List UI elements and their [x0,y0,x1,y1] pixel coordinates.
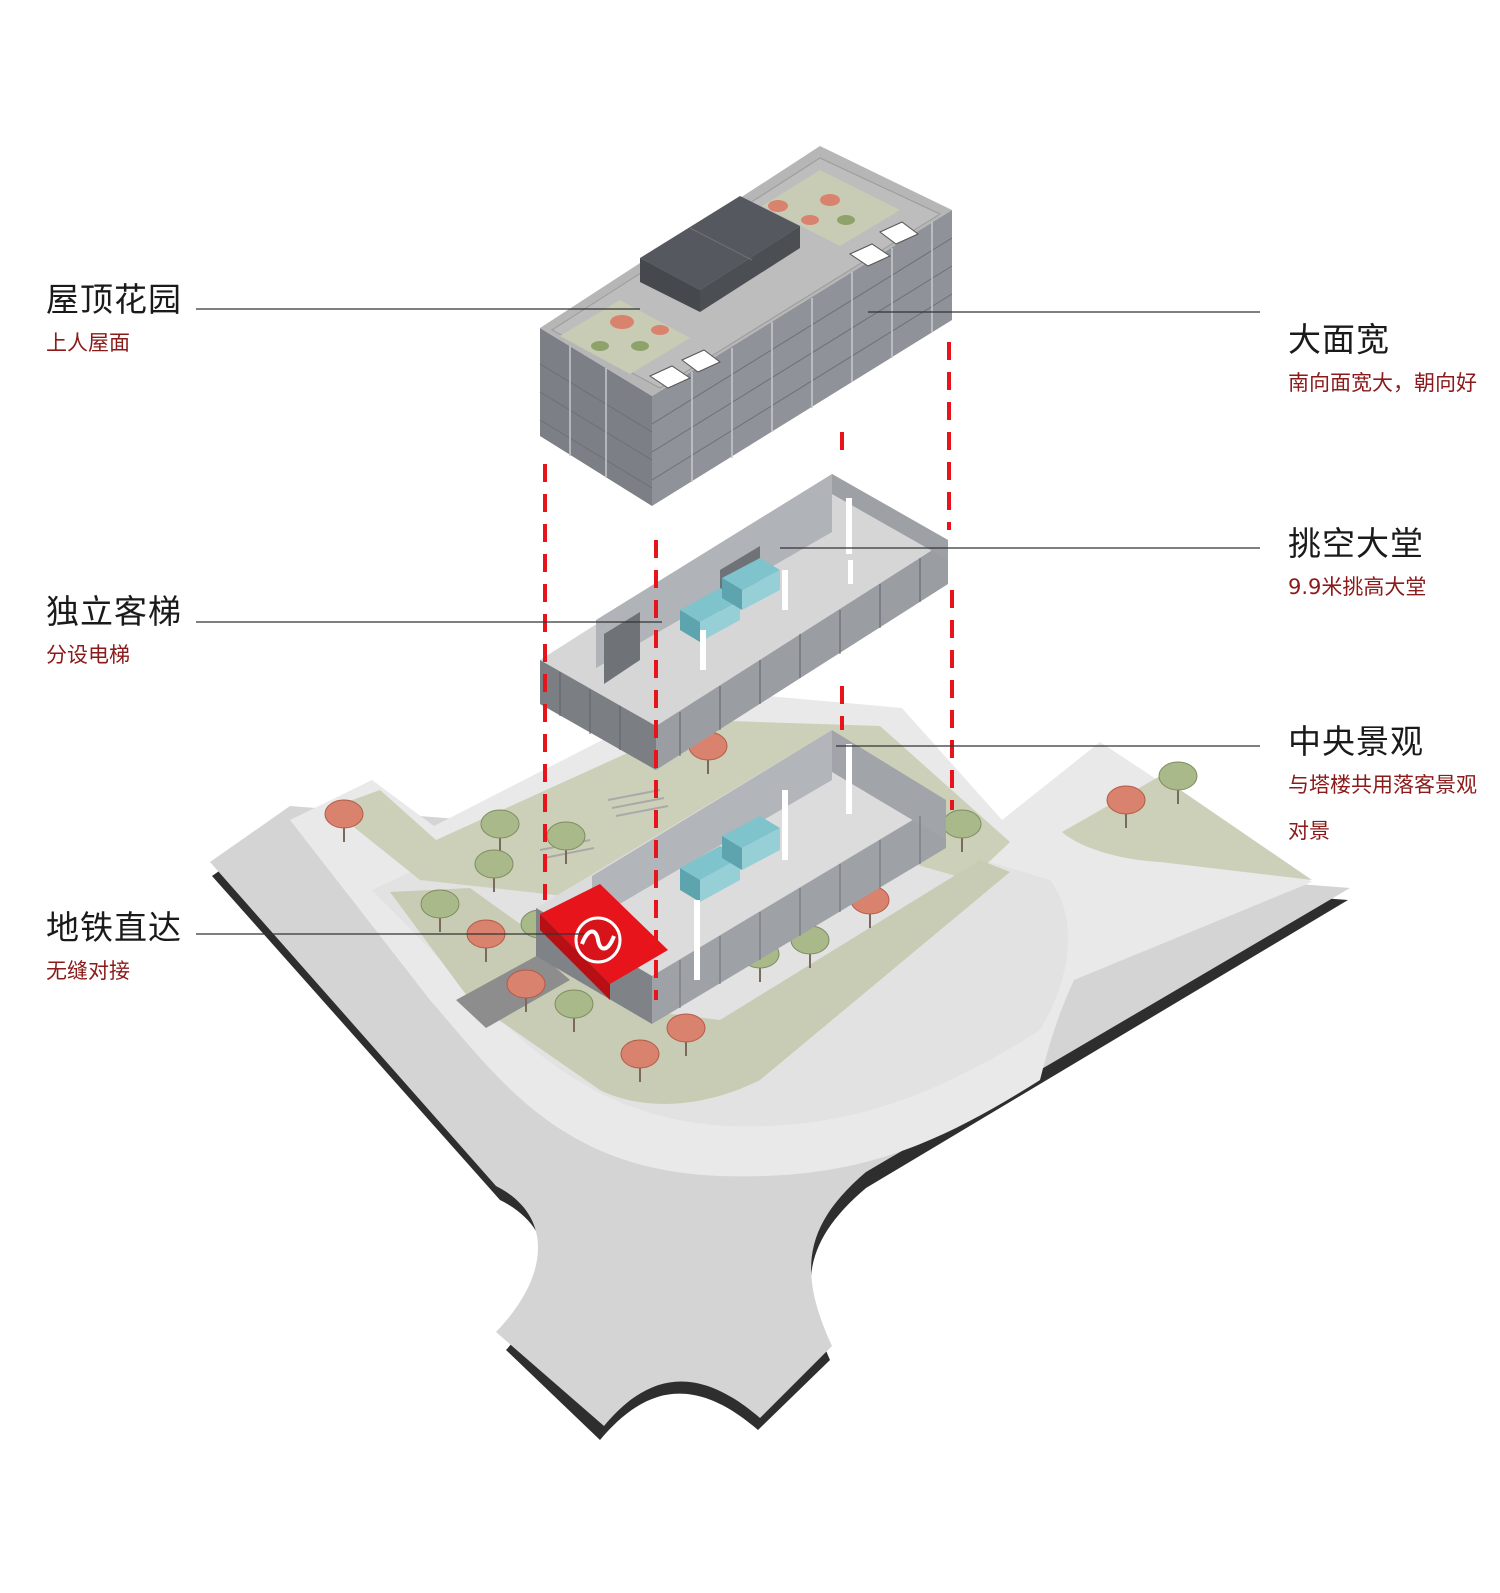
middle-floor-lobby [540,474,948,770]
label-frontage-title: 大面宽 [1288,320,1390,359]
label-landscape: 中央景观 与塔楼共用落客景观对景 [1288,722,1488,854]
label-elevator-sub: 分设电梯 [46,643,130,667]
top-floor-roof-garden [539,146,953,506]
alignment-dashed-lines [543,342,954,1000]
ground-floor-building [536,730,946,1024]
leader-lines [196,308,1260,935]
label-frontage-sub: 南向面宽大，朝向好 [1288,371,1477,395]
metro-entrance [540,884,668,1000]
label-landscape-sub: 与塔楼共用落客景观对景 [1288,773,1477,843]
label-lobby: 挑空大堂 9.9米挑高大堂 [1288,524,1426,610]
label-metro: 地铁直达 无缝对接 [46,908,182,994]
landscape-green-south [390,860,1010,1104]
label-roof-garden-sub: 上人屋面 [46,331,130,355]
label-lobby-title: 挑空大堂 [1288,524,1424,563]
label-frontage: 大面宽 南向面宽大，朝向好 [1288,320,1488,406]
label-lobby-sub: 9.9米挑高大堂 [1288,575,1427,599]
label-elevator-title: 独立客梯 [46,592,182,631]
label-roof-garden: 屋顶花园 上人屋面 [46,280,182,366]
shanghai-metro-logo-icon [574,916,622,964]
label-metro-title: 地铁直达 [46,908,182,947]
label-elevator: 独立客梯 分设电梯 [46,592,182,678]
label-roof-garden-title: 屋顶花园 [46,280,182,319]
label-landscape-title: 中央景观 [1288,722,1424,761]
label-metro-sub: 无缝对接 [46,959,130,983]
